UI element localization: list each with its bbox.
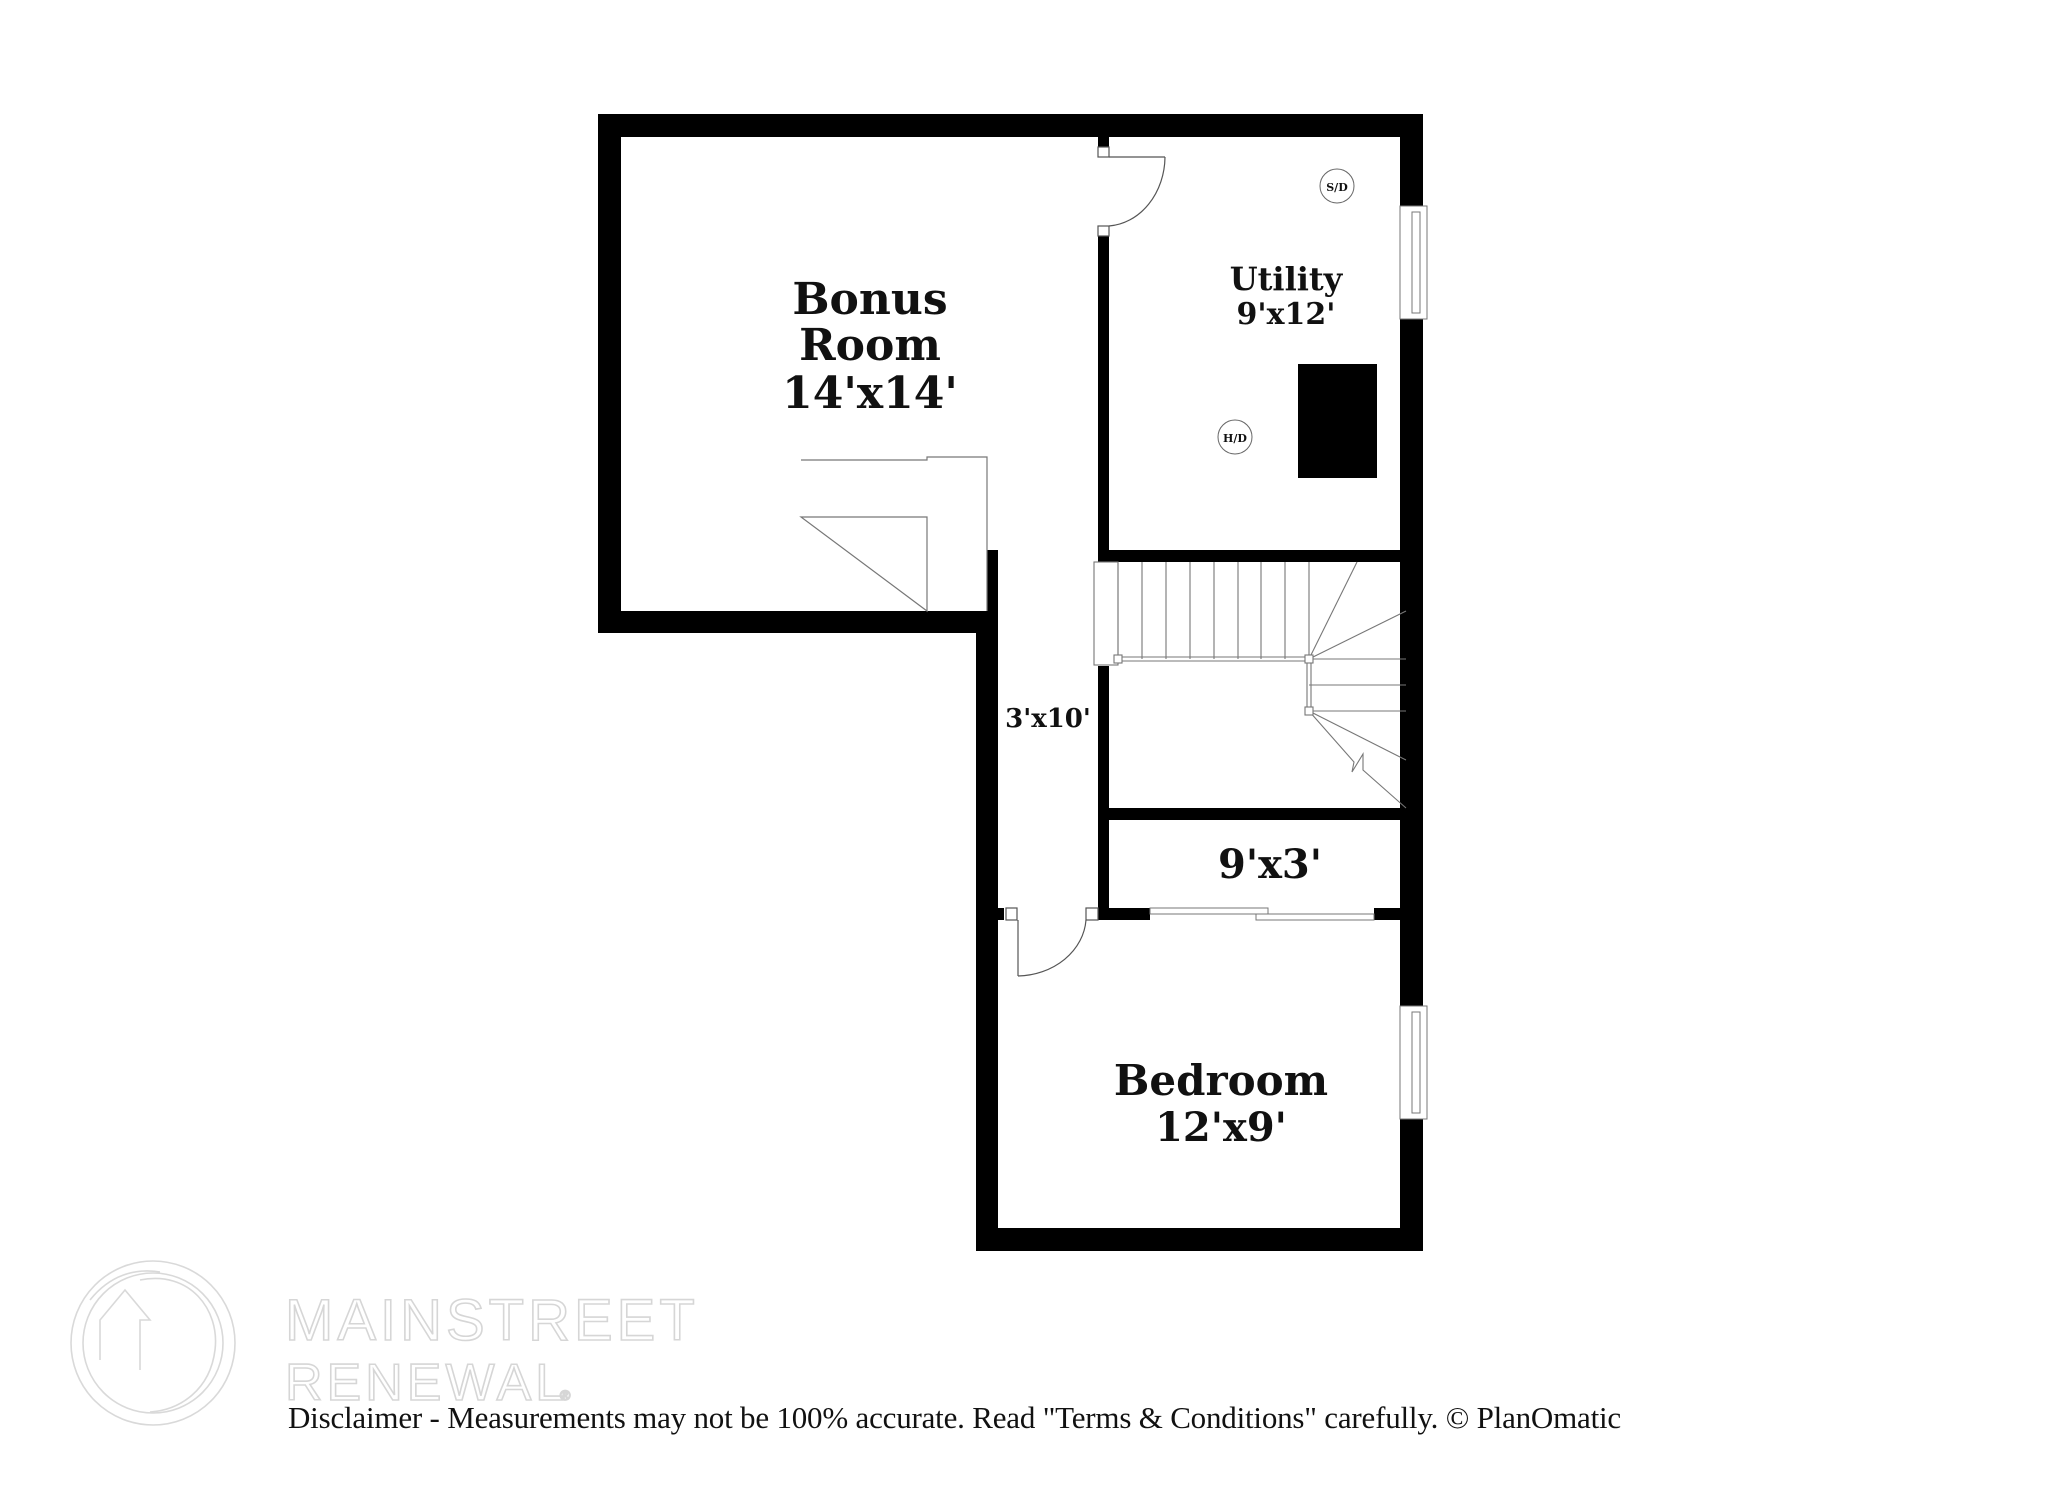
utility-window xyxy=(1399,205,1428,320)
watermark-registered: ® xyxy=(560,1387,571,1403)
utility-room-name: Utility xyxy=(1230,260,1344,298)
hallway-dimensions: 3'x10' xyxy=(1005,704,1091,734)
bedroom-name: Bedroom xyxy=(1114,1056,1328,1105)
smoke-detector-icon: S/D xyxy=(1319,168,1355,204)
walls xyxy=(598,114,1423,1251)
bedroom-dimensions: 12'x9' xyxy=(1155,1104,1287,1151)
svg-text:H/D: H/D xyxy=(1223,432,1247,445)
staircase xyxy=(1093,561,1407,809)
utility-door[interactable] xyxy=(1097,146,1166,237)
bonus-room-name-line2: Room xyxy=(799,320,941,371)
closet-dimensions: 9'x3' xyxy=(1218,841,1322,888)
bedroom-door[interactable] xyxy=(1005,907,1099,977)
closet-sliding-doors[interactable] xyxy=(1149,907,1375,921)
heat-detector-icon: H/D xyxy=(1217,419,1253,455)
watermark-line2: RENEWAL xyxy=(285,1354,568,1412)
svg-text:S/D: S/D xyxy=(1326,181,1348,194)
utility-room-dimensions: 9'x12' xyxy=(1237,297,1336,332)
furnace-unit xyxy=(1298,364,1377,478)
mainstreet-logo-icon xyxy=(70,1260,236,1426)
bedroom-window xyxy=(1399,1005,1428,1120)
bonus-room-dimensions: 14'x14' xyxy=(782,368,958,419)
bonus-room-name-line1: Bonus xyxy=(792,274,947,325)
watermark-line1: MAINSTREET xyxy=(285,1288,699,1353)
built-in-counter xyxy=(799,456,988,613)
disclaimer-text: Disclaimer - Measurements may not be 100… xyxy=(288,1400,1621,1435)
